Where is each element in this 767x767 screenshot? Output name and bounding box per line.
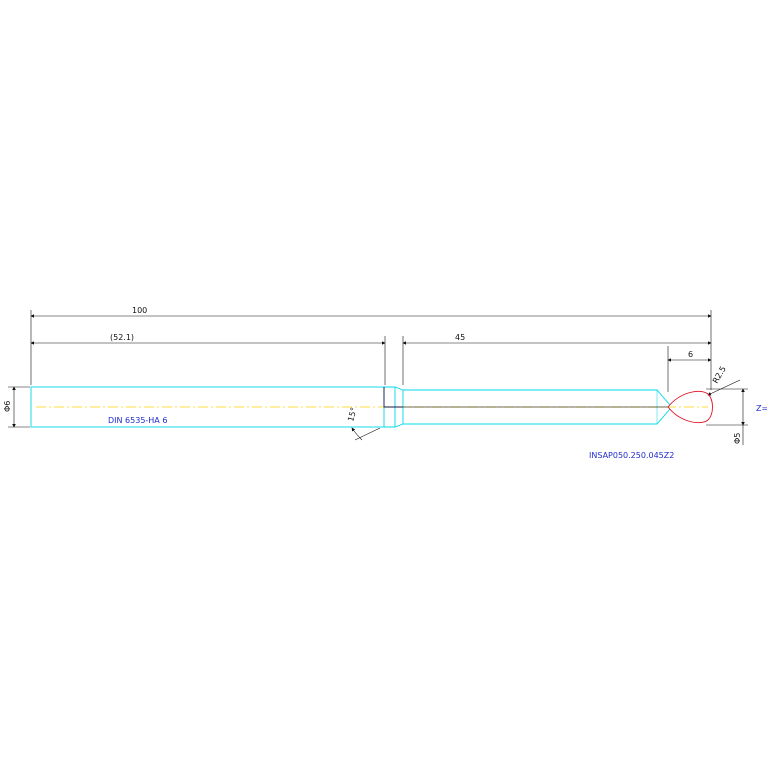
dimension-lines: [12, 314, 745, 445]
label-part-number: INSAP050.250.045Z2: [589, 451, 674, 460]
label-cut-diameter: Φ5: [733, 433, 742, 444]
dim-radius-leader: [707, 379, 741, 396]
extension-lines: [8, 310, 748, 428]
label-shank-length: (52.1): [110, 333, 134, 342]
neck-edge: [383, 387, 403, 408]
label-chamfer-angle: 15°: [346, 406, 358, 422]
label-shank-standard: DIN 6535-HA 6: [108, 416, 167, 425]
label-shank-diameter: Φ6: [3, 401, 12, 412]
label-overall-length: 100: [132, 306, 147, 315]
label-tip-length: 6: [688, 350, 693, 359]
label-flute-count: Z=2: [756, 404, 767, 413]
label-ball-radius: R2.5: [711, 365, 728, 385]
ball-nose-edge: [667, 390, 713, 424]
label-flute-length: 45: [455, 333, 465, 342]
dim-chamfer-arc: [351, 427, 363, 441]
